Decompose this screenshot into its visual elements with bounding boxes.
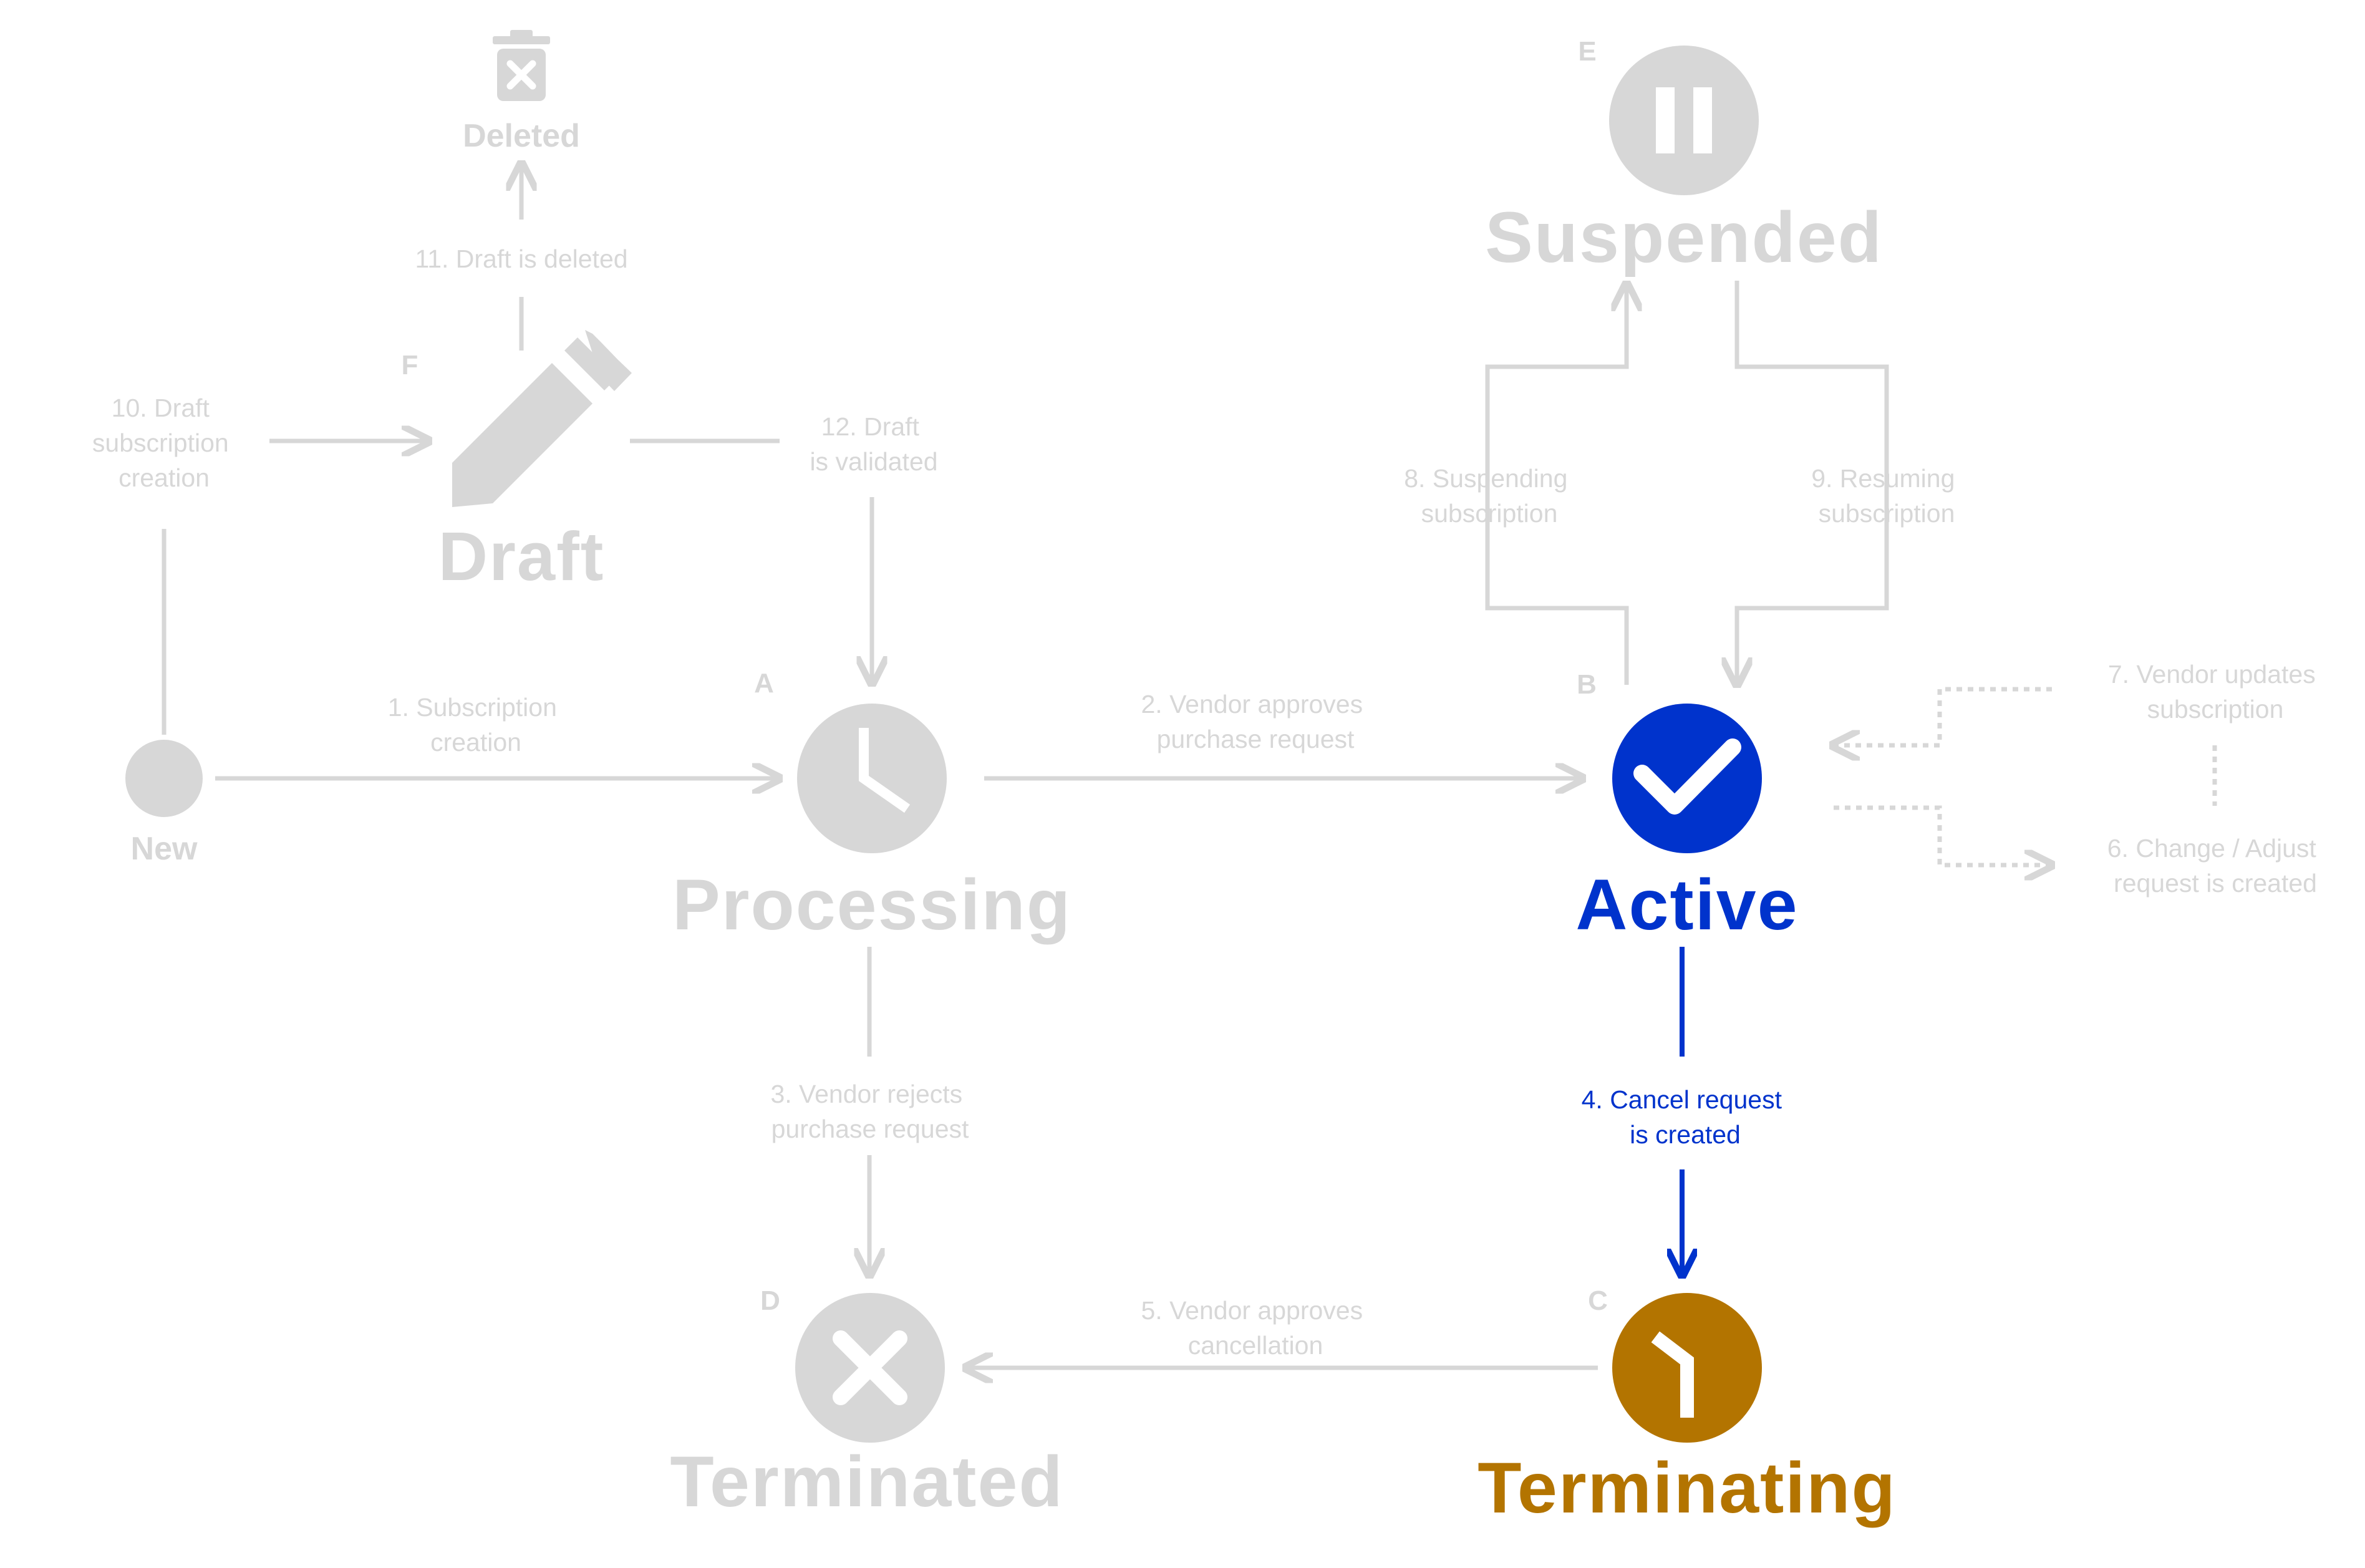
check-icon — [1633, 738, 1741, 815]
state-draft-letter: F — [402, 350, 418, 380]
state-terminating-label: Terminating — [1478, 1448, 1897, 1528]
suspended-circle — [1609, 46, 1759, 195]
state-new: New — [125, 740, 203, 867]
label-transition-9: 9. Resuming subscription — [1811, 464, 1962, 528]
label-transition-12: 12. Draft is validated — [810, 412, 937, 476]
state-terminated-letter: D — [760, 1285, 780, 1316]
active-circle — [1612, 704, 1762, 853]
label-transition-6: 6. Change / Adjust request is created — [2107, 834, 2323, 898]
clock-icon — [859, 728, 911, 813]
state-terminating-letter: C — [1588, 1285, 1608, 1316]
state-suspended-label: Suspended — [1485, 198, 1883, 278]
half-clock-icon — [1651, 1331, 1694, 1418]
state-active-letter: B — [1577, 669, 1597, 700]
state-suspended-letter: E — [1578, 36, 1596, 67]
state-processing: A Processing — [672, 668, 1071, 945]
x-icon — [833, 1330, 907, 1405]
state-terminated-label: Terminated — [670, 1442, 1063, 1522]
edge-suspending — [1485, 284, 1627, 685]
state-deleted: Deleted — [463, 30, 580, 154]
label-transition-8: 8. Suspending subscription — [1404, 464, 1575, 528]
edge-vendor-updates — [1832, 687, 2052, 745]
new-start-dot — [125, 740, 203, 817]
label-transition-5: 5. Vendor approves cancellation — [1141, 1296, 1370, 1360]
state-active-label: Active — [1575, 865, 1798, 945]
state-new-label: New — [131, 831, 198, 867]
state-processing-label: Processing — [672, 865, 1071, 945]
edge-change-adjust — [1834, 805, 2052, 865]
label-transition-4: 4. Cancel request is created — [1582, 1085, 1789, 1149]
trash-icon — [493, 30, 550, 101]
state-terminating: C Terminating — [1478, 1285, 1897, 1528]
label-transition-7: 7. Vendor updates subscription — [2108, 660, 2323, 724]
state-processing-letter: A — [754, 668, 774, 699]
label-transition-2: 2. Vendor approves purchase request — [1141, 690, 1370, 753]
label-transition-3: 3. Vendor rejects purchase request — [770, 1080, 969, 1143]
label-transition-1: 1. Subscription creation — [388, 693, 564, 757]
label-transition-11: 11. Draft is deleted — [415, 244, 627, 273]
edge-resuming — [1737, 281, 1889, 685]
state-terminated: D Terminated — [670, 1285, 1063, 1522]
pencil-icon — [452, 330, 632, 507]
state-draft-label: Draft — [438, 518, 605, 595]
pause-icon — [1656, 87, 1712, 153]
state-active: B Active — [1575, 669, 1798, 945]
label-transition-10: 10. Draft subscription creation — [92, 394, 236, 492]
edge-labels: 1. Subscription creation 2. Vendor appro… — [92, 244, 2323, 1360]
edges — [162, 163, 2217, 1368]
state-suspended: E Suspended — [1485, 36, 1883, 278]
state-deleted-label: Deleted — [463, 118, 580, 154]
state-draft: F Draft — [402, 330, 632, 595]
